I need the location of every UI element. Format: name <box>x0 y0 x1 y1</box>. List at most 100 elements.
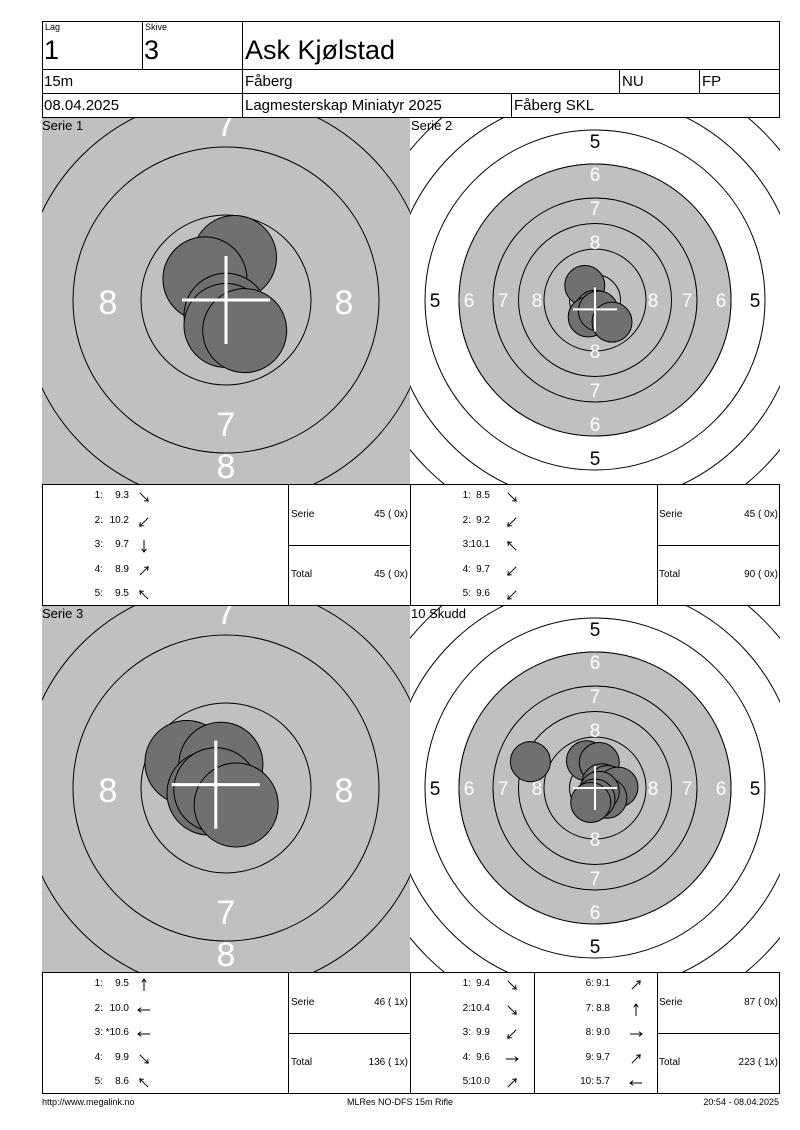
shot-value: 5.7 <box>596 1076 610 1087</box>
ring-number: 6 <box>464 779 475 800</box>
serie-label-4: Serie <box>659 997 683 1008</box>
ring-number: 7 <box>498 291 509 312</box>
shot-value: 9.6 <box>476 588 490 599</box>
skive-value: 3 <box>144 35 160 65</box>
date: 08.04.2025 <box>44 97 120 114</box>
class-1: NU <box>622 73 644 90</box>
shot-number: 1: <box>462 978 471 989</box>
shot-direction-arrow-icon <box>504 1003 520 1017</box>
shot-number: 3: <box>94 1027 103 1038</box>
shot-number: 1: <box>94 490 103 501</box>
total-value-3: 136 ( 1x) <box>368 1057 408 1068</box>
shot-direction-arrow-icon <box>136 1076 152 1090</box>
shot-value: 10.0 <box>470 1076 490 1087</box>
total-value-1: 45 ( 0x) <box>374 569 408 580</box>
shot-number: 2: <box>462 514 471 526</box>
shot-hole <box>570 781 612 823</box>
lag-label: Lag <box>45 22 61 32</box>
shot-value: 8.6 <box>115 1076 129 1087</box>
ring-number: 5 <box>590 620 601 641</box>
target-ring <box>424 129 766 471</box>
shot-value: 9.6 <box>476 1051 490 1063</box>
shot-direction-arrow-icon <box>504 588 520 602</box>
ring-number: 6 <box>716 291 727 312</box>
shot-value: 9.3 <box>115 490 129 501</box>
shot-direction-arrow-icon <box>504 1076 520 1090</box>
shot-direction-arrow-icon <box>136 1003 152 1017</box>
shot-value: 9.2 <box>476 514 490 526</box>
total-label-3: Total <box>291 1057 313 1068</box>
shot-value: 9.9 <box>115 1051 129 1063</box>
ring-number: 7 <box>682 291 693 312</box>
shot-value: 9.1 <box>596 978 610 989</box>
ring-number: 5 <box>430 291 441 312</box>
ring-number: 5 <box>750 291 761 312</box>
ring-number: 6 <box>590 903 601 924</box>
shot-direction-arrow-icon <box>136 539 152 553</box>
serie-label-2: Serie <box>659 509 683 520</box>
shot-value: 10.4 <box>470 1002 490 1014</box>
shot-direction-arrow-icon <box>136 515 152 529</box>
shot-number: 7: <box>585 1002 594 1014</box>
shot-number: 9: <box>585 1051 594 1063</box>
ring-number: 8 <box>335 772 354 810</box>
shot-value: 10.1 <box>470 539 490 550</box>
shot-number: 3: <box>462 539 471 550</box>
ring-number: 6 <box>464 291 475 312</box>
ring-number: 8 <box>217 936 236 972</box>
target-ring <box>72 146 380 454</box>
ring-number: 6 <box>590 653 601 674</box>
shot-number: 2: <box>94 1002 103 1014</box>
event-name: Lagmesterskap Miniatyr 2025 <box>245 97 442 114</box>
ring-number: 7 <box>217 894 236 932</box>
ring-number: 5 <box>430 779 441 800</box>
lag-value: 1 <box>44 35 60 65</box>
shot-value: 8.9 <box>115 563 129 575</box>
ring-number: 7 <box>217 118 236 144</box>
shot-number: 5: <box>462 1076 471 1087</box>
shot-direction-arrow-icon <box>504 978 520 992</box>
target-title-4: 10 Skudd <box>411 606 466 621</box>
serie-label-1: Serie <box>291 509 315 520</box>
shot-number: 2: <box>462 1002 471 1014</box>
shot-direction-arrow-icon <box>628 1076 644 1090</box>
shot-value: 9.4 <box>476 978 490 989</box>
shot-hole <box>509 741 551 783</box>
total-label-4: Total <box>659 1057 681 1068</box>
ring-number: 5 <box>590 132 601 153</box>
shot-direction-arrow-icon <box>628 1002 644 1017</box>
target-ring-inner <box>492 197 698 403</box>
shot-direction-arrow-icon <box>504 539 520 553</box>
ring-number: 8 <box>217 448 236 484</box>
shot-direction-arrow-icon <box>628 978 644 992</box>
target-ring-inner <box>492 685 698 891</box>
ring-number: 8 <box>590 830 601 851</box>
target-title-1: Serie 1 <box>42 118 84 133</box>
shot-number: 3: <box>94 539 103 550</box>
shot-value: 10.0 <box>109 1002 129 1014</box>
shot-value: 9.7 <box>596 1051 610 1063</box>
distance: 15m <box>44 73 74 90</box>
serie-value-2: 45 ( 0x) <box>744 509 778 520</box>
shot-value: 8.5 <box>476 490 490 501</box>
shot-number: 1: <box>462 490 471 501</box>
shot-direction-arrow-icon <box>628 1027 644 1041</box>
shot-value: 9.5 <box>115 588 129 599</box>
total-label-2: Total <box>659 569 681 580</box>
shot-value: 9.9 <box>476 1027 490 1038</box>
organizer: Fåberg SKL <box>514 97 595 114</box>
shot-number: 8: <box>585 1027 594 1038</box>
shot-number: 4: <box>462 563 471 575</box>
target-ring-inner <box>518 711 672 865</box>
shot-number: 10: <box>580 1076 594 1087</box>
club: Fåberg <box>245 73 293 90</box>
ring-number: 6 <box>716 779 727 800</box>
target-ring <box>140 214 312 386</box>
shot-value: 9.7 <box>476 563 490 575</box>
ring-number: 7 <box>590 381 601 402</box>
ring-number: 7 <box>590 687 601 708</box>
ring-number: 8 <box>99 284 118 322</box>
shot-direction-arrow-icon <box>136 978 152 992</box>
ring-number: 6 <box>590 415 601 436</box>
